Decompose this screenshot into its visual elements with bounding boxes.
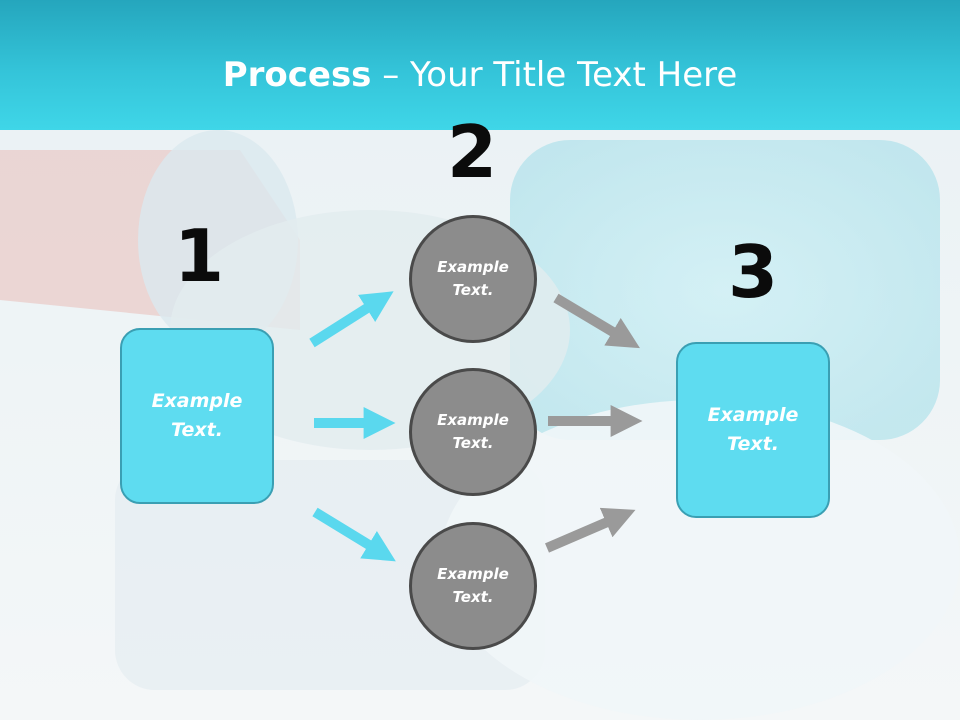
left-box-text: Example Text. bbox=[151, 390, 243, 441]
title-bold: Process bbox=[222, 55, 372, 95]
slide-title: Process – Your Title Text Here bbox=[0, 52, 960, 98]
circle-3: Example Text. bbox=[409, 522, 537, 650]
title-rest: – Your Title Text Here bbox=[371, 55, 738, 95]
step-number-3: 3 bbox=[727, 230, 779, 314]
arrow-from-circle-3 bbox=[545, 507, 636, 553]
arrow-from-circle-1 bbox=[553, 293, 640, 349]
circle-1: Example Text. bbox=[409, 215, 537, 343]
arrow-to-circle-3 bbox=[312, 507, 396, 562]
circle-3-text: Example Text. bbox=[437, 565, 509, 606]
step-number-1: 1 bbox=[173, 214, 225, 298]
arrow-to-circle-1 bbox=[309, 291, 394, 348]
circle-1-text: Example Text. bbox=[437, 258, 509, 299]
circle-2-text: Example Text. bbox=[437, 411, 509, 452]
header-band bbox=[0, 0, 960, 130]
circle-2: Example Text. bbox=[409, 368, 537, 496]
step-number-2: 2 bbox=[446, 110, 498, 194]
right-step-box: Example Text. bbox=[676, 342, 830, 518]
right-box-text: Example Text. bbox=[707, 404, 799, 455]
left-step-box: Example Text. bbox=[120, 328, 274, 504]
